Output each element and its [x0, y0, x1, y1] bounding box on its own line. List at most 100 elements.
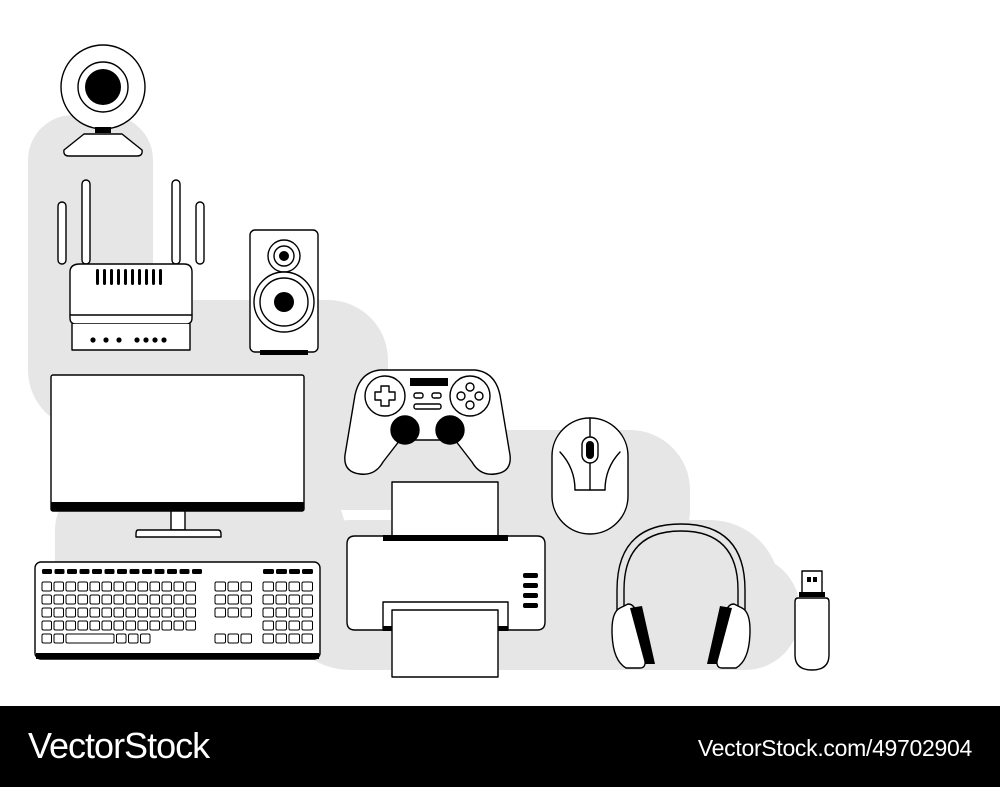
keyboard-key: [214, 633, 226, 644]
keyboard-key: [128, 633, 139, 644]
keyboard-key: [185, 594, 196, 605]
keyboard-key: [77, 581, 88, 592]
keyboard-key: [137, 581, 148, 592]
keyboard-key: [161, 594, 172, 605]
keyboard-key: [89, 620, 100, 631]
keyboard-key: [113, 594, 124, 605]
keyboard-key: [53, 633, 64, 644]
brand-logo[interactable]: VectorStock: [28, 725, 210, 766]
keyboard-key: [42, 569, 52, 574]
keyboard-key: [89, 594, 100, 605]
keyboard-key: [173, 607, 184, 618]
webcam-icon: [60, 44, 146, 157]
keyboard-icon: [34, 561, 321, 660]
keyboard-key: [240, 581, 252, 592]
keyboard-key: [149, 607, 160, 618]
keyboard-key: [65, 607, 76, 618]
keyboard-key: [301, 620, 313, 631]
keyboard-key: [179, 569, 190, 574]
usb-drive-icon: [794, 570, 830, 671]
keyboard-key: [125, 607, 136, 618]
keyboard-key: [41, 581, 52, 592]
keyboard-key: [125, 620, 136, 631]
keyboard-key: [173, 620, 184, 631]
keyboard-key: [262, 620, 274, 631]
keyboard-key: [41, 633, 52, 644]
keyboard-key: [289, 569, 300, 574]
keyboard-key: [116, 633, 127, 644]
keyboard-key: [117, 569, 127, 574]
keyboard-key: [214, 594, 226, 605]
keyboard-key: [227, 581, 239, 592]
keyboard-key: [214, 607, 226, 618]
keyboard-key: [301, 581, 313, 592]
keyboard-key: [192, 569, 202, 574]
keyboard-key: [227, 607, 239, 618]
keyboard-key: [113, 607, 124, 618]
mouse-icon: [551, 417, 629, 535]
keyboard-key: [185, 620, 196, 631]
keyboard-key: [214, 581, 226, 592]
keyboard-key: [227, 633, 239, 644]
keyboard-key: [275, 620, 287, 631]
keyboard-key: [161, 620, 172, 631]
keyboard-key: [101, 620, 112, 631]
keyboard-key: [113, 620, 124, 631]
keyboard-key: [263, 569, 274, 574]
keyboard-key: [101, 594, 112, 605]
keyboard-key: [276, 569, 287, 574]
keyboard-key: [65, 620, 76, 631]
keyboard-key: [301, 594, 313, 605]
footer-bar: VectorStock VectorStock.com/49702904: [0, 706, 1000, 787]
keyboard-key: [275, 633, 287, 644]
keyboard-key: [288, 620, 300, 631]
keyboard-key: [149, 581, 160, 592]
keyboard-key: [288, 607, 300, 618]
keyboard-key: [240, 594, 252, 605]
keyboard-key: [149, 620, 160, 631]
keyboard-key: [173, 581, 184, 592]
keyboard-key: [185, 607, 196, 618]
keyboard-key: [275, 607, 287, 618]
keyboard-key: [53, 594, 64, 605]
monitor-icon: [50, 374, 305, 538]
keyboard-key: [137, 594, 148, 605]
keyboard-key: [227, 594, 239, 605]
keyboard-key: [288, 633, 300, 644]
keyboard-key: [137, 607, 148, 618]
router-icon: [57, 179, 205, 351]
keyboard-key: [240, 633, 252, 644]
keyboard-key: [77, 607, 88, 618]
keyboard-key: [301, 633, 313, 644]
keyboard-key: [89, 607, 100, 618]
keyboard-key: [262, 607, 274, 618]
keyboard-key: [65, 594, 76, 605]
speaker-icon: [249, 229, 319, 355]
keyboard-key: [53, 607, 64, 618]
keyboard-key: [125, 581, 136, 592]
keyboard-key: [185, 581, 196, 592]
keyboard-key: [54, 569, 65, 574]
keyboard-key: [154, 569, 165, 574]
keyboard-key: [262, 633, 274, 644]
image-reference[interactable]: VectorStock.com/49702904: [697, 735, 972, 761]
keyboard-key: [89, 581, 100, 592]
keyboard-key: [67, 569, 77, 574]
keyboard-key: [77, 620, 88, 631]
keyboard-key: [113, 581, 124, 592]
keyboard-key: [101, 607, 112, 618]
keyboard-key: [65, 633, 115, 644]
keyboard-key: [275, 594, 287, 605]
keyboard-key: [149, 594, 160, 605]
keyboard-key: [142, 569, 152, 574]
keyboard-key: [101, 581, 112, 592]
keyboard-key: [53, 581, 64, 592]
keyboard-key: [77, 594, 88, 605]
keyboard-key: [173, 594, 184, 605]
gamepad-icon: [344, 369, 511, 475]
keyboard-key: [92, 569, 102, 574]
keyboard-key: [161, 607, 172, 618]
printer-icon: [346, 481, 546, 678]
keyboard-key: [41, 620, 52, 631]
keyboard-key: [137, 620, 148, 631]
